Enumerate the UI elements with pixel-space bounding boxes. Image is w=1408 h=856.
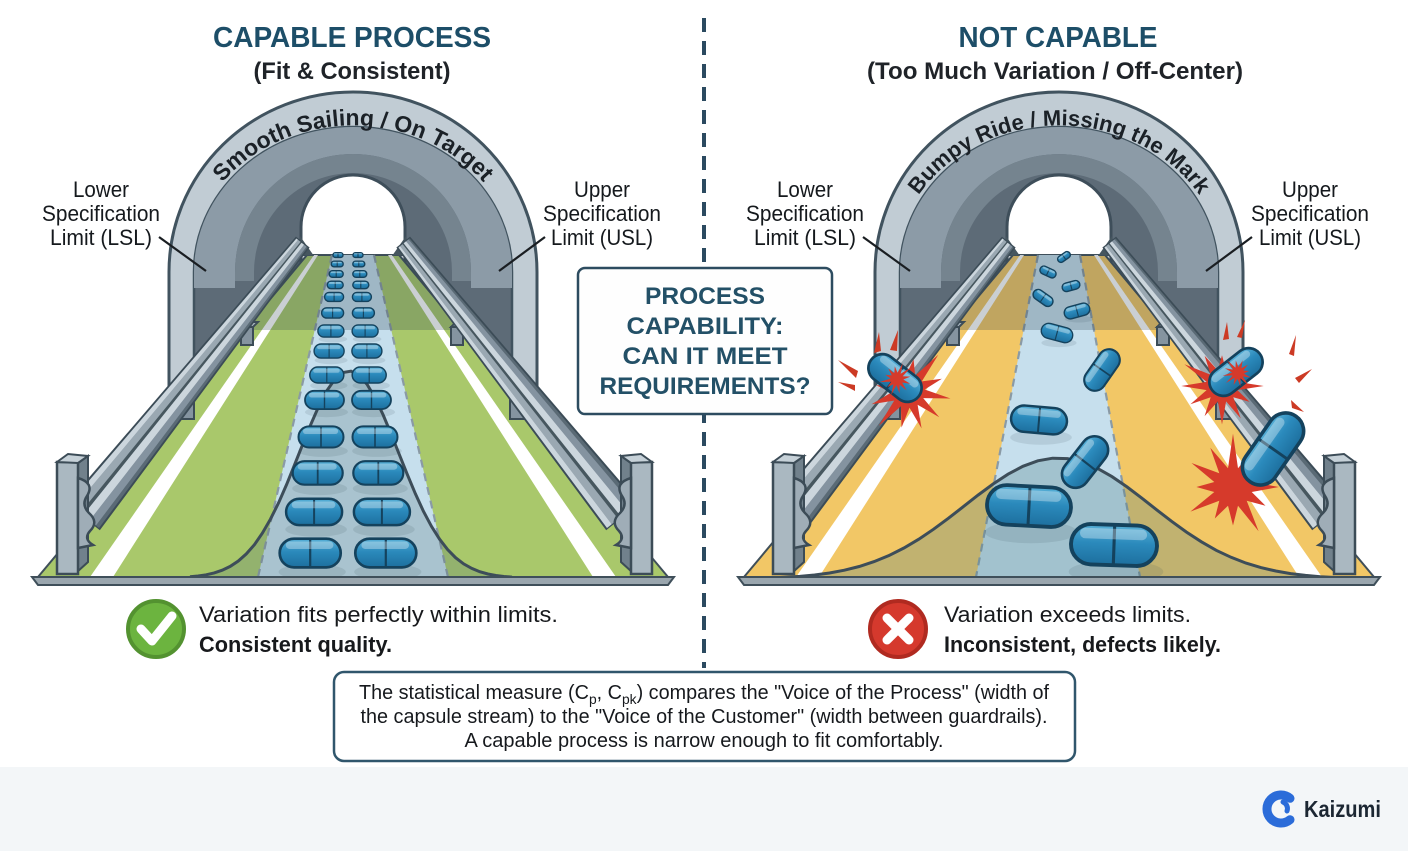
svg-text:(Fit & Consistent): (Fit & Consistent) [254,58,451,85]
svg-text:CAN IT MEET: CAN IT MEET [623,343,788,370]
svg-text:Limit (LSL): Limit (LSL) [754,225,856,250]
svg-text:(Too Much Variation / Off-Cent: (Too Much Variation / Off-Center) [867,58,1243,85]
svg-text:Limit (USL): Limit (USL) [1259,225,1361,250]
svg-text:Inconsistent, defects likely.: Inconsistent, defects likely. [944,632,1221,657]
svg-text:Upper: Upper [1282,177,1338,202]
svg-text:Variation fits perfectly withi: Variation fits perfectly within limits. [199,602,558,627]
svg-text:A capable process is narrow en: A capable process is narrow enough to fi… [465,730,944,752]
svg-text:Variation exceeds limits.: Variation exceeds limits. [944,602,1191,627]
svg-text:CAPABLE PROCESS: CAPABLE PROCESS [213,22,491,54]
svg-text:Specification: Specification [746,201,864,226]
svg-text:PROCESS: PROCESS [645,283,765,310]
svg-text:Lower: Lower [777,177,833,202]
svg-text:Specification: Specification [543,201,661,226]
svg-text:Specification: Specification [42,201,160,226]
svg-text:Limit (USL): Limit (USL) [551,225,653,250]
svg-text:Upper: Upper [574,177,630,202]
svg-text:REQUIREMENTS?: REQUIREMENTS? [600,373,811,400]
svg-text:Specification: Specification [1251,201,1369,226]
svg-text:NOT CAPABLE: NOT CAPABLE [959,22,1158,54]
svg-text:Lower: Lower [73,177,129,202]
svg-text:Limit (LSL): Limit (LSL) [50,225,152,250]
svg-text:the capsule stream) to the "Vo: the capsule stream) to the "Voice of the… [361,706,1048,728]
svg-text:CAPABILITY:: CAPABILITY: [627,313,784,340]
svg-text:Consistent quality.: Consistent quality. [199,632,392,657]
svg-text:The statistical measure (Cp, C: The statistical measure (Cp, Cpk) compar… [359,682,1049,707]
svg-text:Kaizumi: Kaizumi [1304,796,1381,822]
